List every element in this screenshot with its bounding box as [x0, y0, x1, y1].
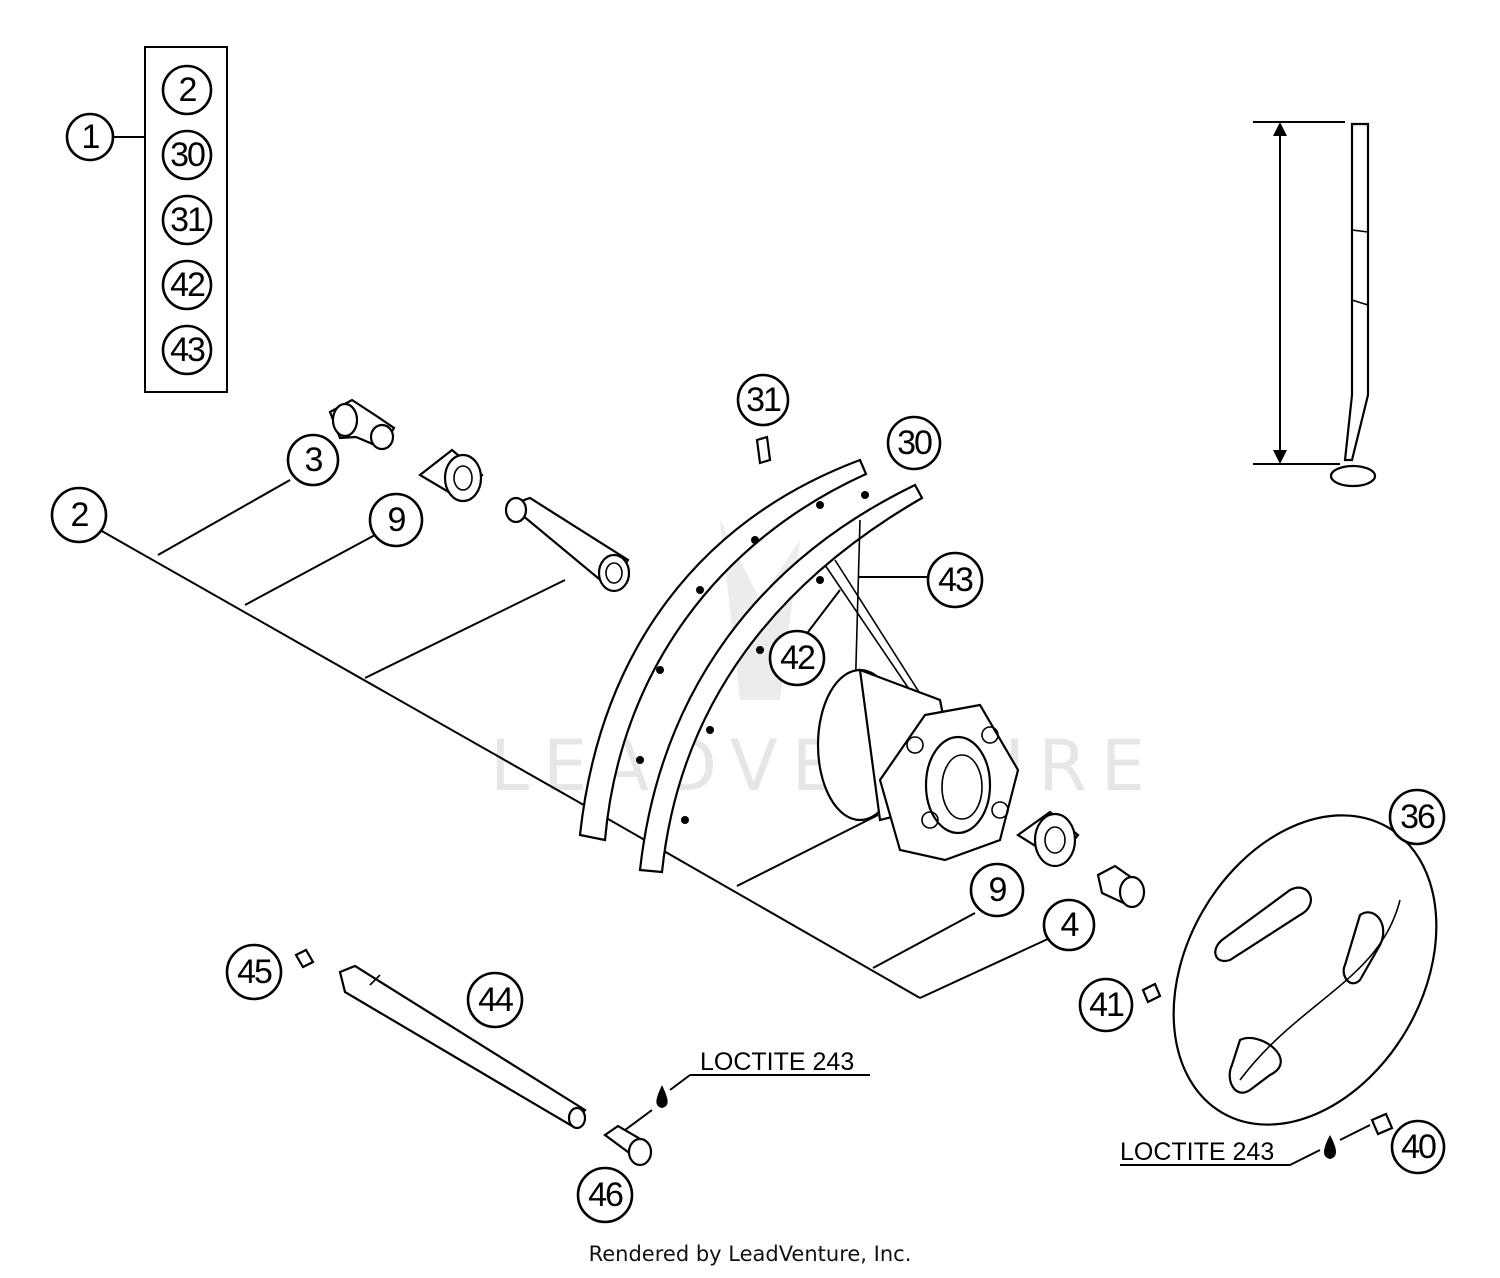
bearing-top [418, 448, 484, 503]
kit-item-2[interactable]: 2 [161, 64, 213, 116]
callout-41[interactable]: 41 [1078, 977, 1134, 1033]
kit-box: 1 2 30 31 42 43 [65, 46, 228, 393]
spoke-nipple [755, 435, 772, 465]
spoke-detail [1253, 121, 1377, 488]
svg-text:41: 41 [1089, 986, 1124, 1024]
callout-45[interactable]: 45 [225, 943, 283, 1001]
callout-40[interactable]: 40 [1390, 1119, 1446, 1175]
svg-text:1: 1 [82, 118, 100, 156]
callout-43[interactable]: 43 [926, 551, 984, 609]
disc-bolt-nut [1141, 982, 1162, 1004]
loctite-label-a: LOCTITE 243 [700, 1048, 854, 1076]
svg-text:43: 43 [938, 561, 973, 599]
disc-bolt [1370, 1112, 1394, 1136]
svg-text:31: 31 [170, 201, 205, 239]
leader-tree [99, 479, 1051, 999]
kit-item-42[interactable]: 42 [161, 259, 213, 311]
spacer-part [328, 398, 396, 451]
kit-callout-1[interactable]: 1 [65, 112, 115, 162]
loctite-label-b: LOCTITE 243 [1120, 1138, 1274, 1166]
kit-item-30[interactable]: 30 [161, 129, 213, 181]
small-part-45 [294, 948, 315, 969]
callout-3[interactable]: 3 [286, 433, 340, 487]
callout-9-bottom[interactable]: 9 [969, 862, 1025, 918]
callout-42[interactable]: 42 [768, 629, 826, 687]
spacer-bottom [1096, 864, 1146, 909]
bearing-bottom [1016, 810, 1080, 868]
svg-text:2: 2 [71, 496, 89, 534]
callout-46[interactable]: 46 [576, 1166, 634, 1224]
svg-text:40: 40 [1401, 1128, 1436, 1166]
svg-text:9: 9 [989, 871, 1007, 909]
rim [578, 458, 924, 874]
svg-text:36: 36 [1400, 798, 1435, 836]
distance-tube [504, 496, 631, 593]
axle [338, 964, 587, 1130]
kit-item-43[interactable]: 43 [161, 324, 213, 376]
callout-31[interactable]: 31 [736, 373, 790, 427]
svg-text:45: 45 [237, 953, 272, 991]
svg-text:3: 3 [305, 441, 323, 479]
brake-disc [1172, 814, 1438, 1126]
svg-text:42: 42 [170, 266, 205, 304]
hub [816, 668, 1020, 862]
svg-text:31: 31 [746, 381, 781, 419]
kit-item-31[interactable]: 31 [161, 194, 213, 246]
axle-bolt [603, 1124, 653, 1167]
loctite-drop-a [624, 1074, 870, 1131]
callout-36[interactable]: 36 [1388, 788, 1446, 846]
svg-text:46: 46 [588, 1176, 623, 1214]
callout-2[interactable]: 2 [50, 486, 108, 544]
svg-text:30: 30 [897, 424, 932, 462]
svg-text:43: 43 [170, 331, 205, 369]
svg-text:44: 44 [478, 981, 513, 1019]
svg-text:30: 30 [170, 136, 205, 174]
svg-text:42: 42 [780, 639, 815, 677]
callout-30[interactable]: 30 [886, 415, 942, 471]
loctite-drop-b [1120, 1124, 1371, 1166]
callout-4[interactable]: 4 [1042, 898, 1096, 952]
callout-9-top[interactable]: 9 [368, 492, 424, 548]
footer-credit: Rendered by LeadVenture, Inc. [588, 1242, 912, 1266]
svg-text:2: 2 [179, 71, 197, 109]
callout-44[interactable]: 44 [466, 971, 524, 1029]
svg-text:4: 4 [1061, 906, 1079, 944]
svg-text:9: 9 [388, 501, 406, 539]
